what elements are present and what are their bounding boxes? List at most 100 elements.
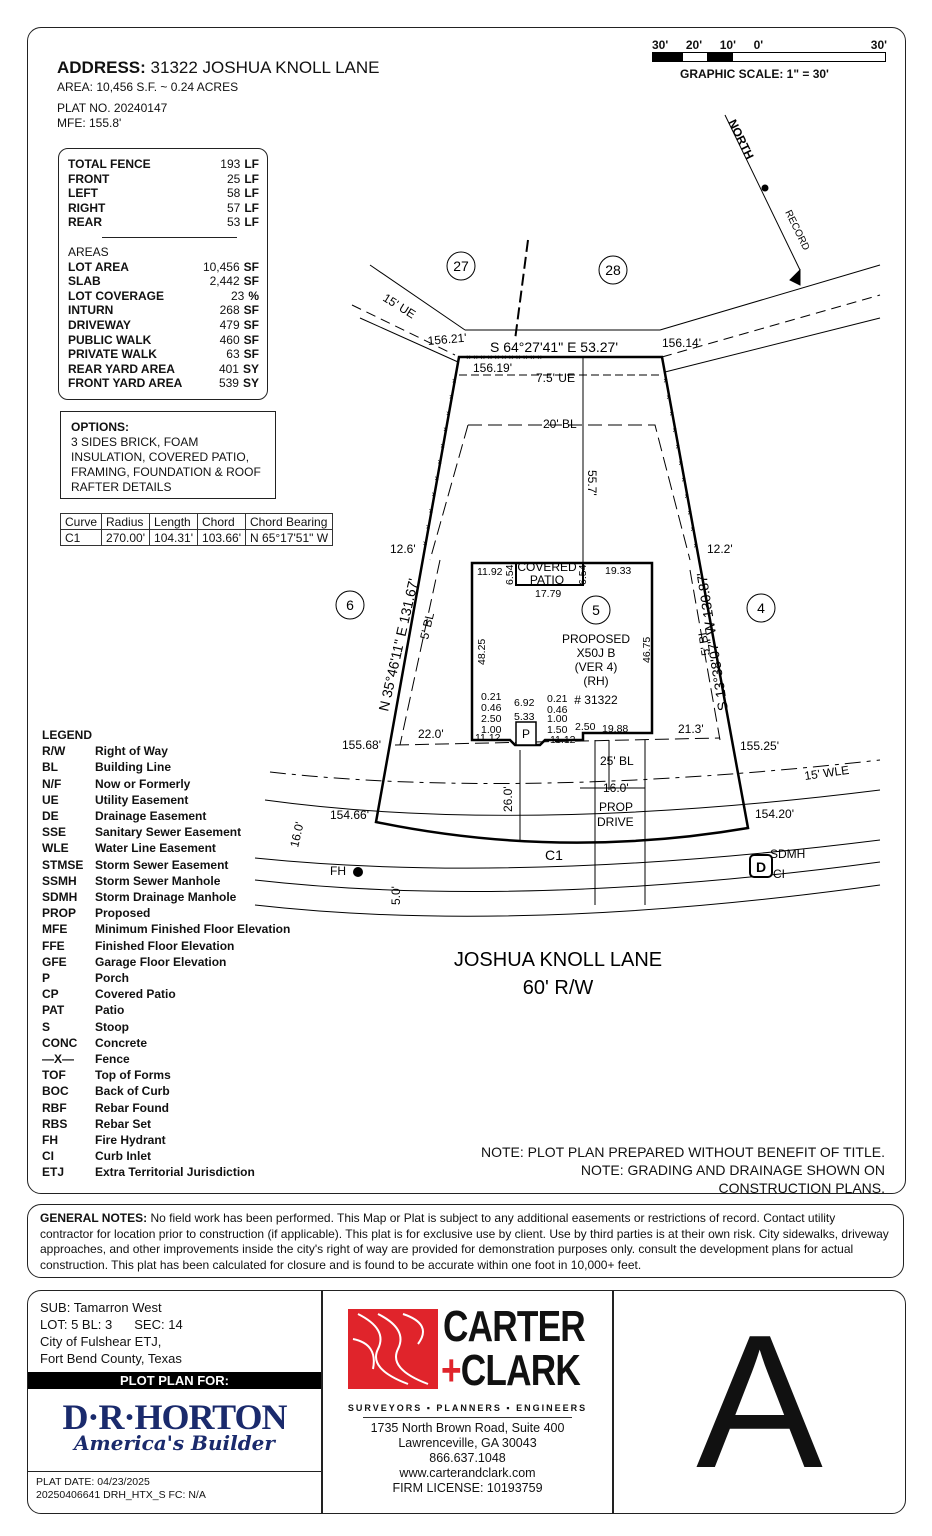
fence-value: 58 <box>226 186 241 201</box>
fence-unit: LF <box>244 200 259 215</box>
areas-value: 23 <box>230 288 245 303</box>
legend-abbr: UE <box>42 792 59 807</box>
dimension: 12.2' <box>707 542 733 556</box>
carter-clark-logo-icon <box>348 1309 438 1389</box>
svg-text:1.50: 1.50 <box>547 724 568 736</box>
legend-meaning: Fire Hydrant <box>95 1133 166 1148</box>
dimension: 16.0' <box>287 821 306 849</box>
fence-mark: × <box>675 442 680 451</box>
fence-mark: × <box>449 393 454 402</box>
firm-website[interactable]: www.carterandclark.com <box>399 1466 536 1480</box>
ue-label: 7.5' UE <box>536 371 575 385</box>
legend-abbr: BOC <box>42 1084 69 1099</box>
legend-abbr: BL <box>42 760 58 775</box>
elevation: 156.19' <box>473 361 512 375</box>
lot-number: 4 <box>757 600 765 616</box>
areas-label: DRIVEWAY <box>68 317 131 332</box>
legend-abbr: DE <box>42 809 59 824</box>
plot-plan-for: PLOT PLAN FOR: <box>28 1372 321 1389</box>
fence-mark: × <box>684 492 689 501</box>
legend-abbr: TOF <box>42 1068 66 1083</box>
dimension: 19.33 <box>605 565 631 577</box>
svg-text:6.92: 6.92 <box>514 697 535 709</box>
job-number: 20250406641 DRH_HTX_S FC: N/A <box>36 1489 206 1501</box>
patio-label: PATIO <box>530 573 564 587</box>
fence-mark: × <box>687 508 692 517</box>
house-label: (RH) <box>583 674 608 688</box>
elevation: 154.20' <box>755 807 794 821</box>
builder-logo: D·R·HORTON America's Builder <box>62 1397 287 1455</box>
address-label: ADDRESS: <box>57 58 146 77</box>
scale-tick: 20' <box>685 38 703 52</box>
legend-meaning: Now or Formerly <box>95 776 191 791</box>
svg-text:2.50: 2.50 <box>481 713 502 725</box>
legend-meaning: Porch <box>95 971 130 986</box>
curve-cell: N 65°17'51" W <box>245 529 334 546</box>
dimension: 5.0' <box>389 886 403 905</box>
legend-abbr: P <box>42 971 51 986</box>
svg-text:1.00: 1.00 <box>547 713 568 725</box>
general-notes-label: GENERAL NOTES: <box>40 1211 148 1225</box>
fence-unit: LF <box>244 157 259 171</box>
porch-label: P <box>522 727 530 741</box>
legend-abbr: R/W <box>42 744 66 759</box>
dimension: 12.6' <box>390 542 416 556</box>
areas-heading: AREAS <box>68 244 109 259</box>
scale-tick: 30' <box>870 38 887 52</box>
note: NOTE: PLOT PLAN PREPARED WITHOUT BENEFIT… <box>481 1144 885 1160</box>
firm-name: CLARK <box>460 1346 581 1395</box>
areas-value: 63 <box>226 347 240 362</box>
fence-mark: × <box>495 353 500 362</box>
fence-mark: × <box>672 426 677 435</box>
fence-mark: × <box>666 393 671 402</box>
legend-meaning: Garage Floor Elevation <box>95 954 227 969</box>
curve-label: C1 <box>545 847 563 863</box>
curve-cell: 104.31' <box>149 529 199 546</box>
legend-meaning: Rebar Set <box>95 1116 152 1131</box>
drive-label: PROP <box>599 800 633 814</box>
fence-label: TOTAL FENCE <box>68 157 151 171</box>
fence-mark: × <box>663 377 668 386</box>
options-box: OPTIONS: 3 SIDES BRICK, FOAM INSULATION,… <box>60 411 276 499</box>
firm-address: Lawrenceville, GA 30043 <box>398 1436 537 1450</box>
options-text: 3 SIDES BRICK, FOAM INSULATION, COVERED … <box>71 435 261 494</box>
fence-mark: × <box>523 353 528 362</box>
bl-label: 5' BL <box>417 611 437 641</box>
legend-item: —X—Fence <box>42 1051 290 1067</box>
street-name: JOSHUA KNOLL LANE <box>454 949 662 971</box>
legend-abbr: FFE <box>42 938 65 953</box>
legend-meaning: Patio <box>95 1003 125 1018</box>
curve-header: Radius <box>101 513 151 530</box>
legend-meaning: Right of Way <box>95 744 168 759</box>
fence-mark: × <box>693 541 698 550</box>
plat-date: PLAT DATE: 04/23/2025 <box>36 1476 150 1488</box>
scale-tick: 0' <box>753 38 764 52</box>
fence-mark: × <box>480 353 485 362</box>
fence-mark: × <box>669 410 674 419</box>
sdmh-icon <box>749 854 773 878</box>
legend-abbr: ETJ <box>42 1165 65 1180</box>
areas-value: 268 <box>219 303 240 318</box>
bl-label: 5' BL <box>695 628 713 657</box>
lot-area: AREA: 10,456 S.F. ~ 0.24 ACRES <box>57 80 239 94</box>
areas-unit: SY <box>242 361 259 376</box>
legend-meaning: Water Line Easement <box>95 841 216 856</box>
